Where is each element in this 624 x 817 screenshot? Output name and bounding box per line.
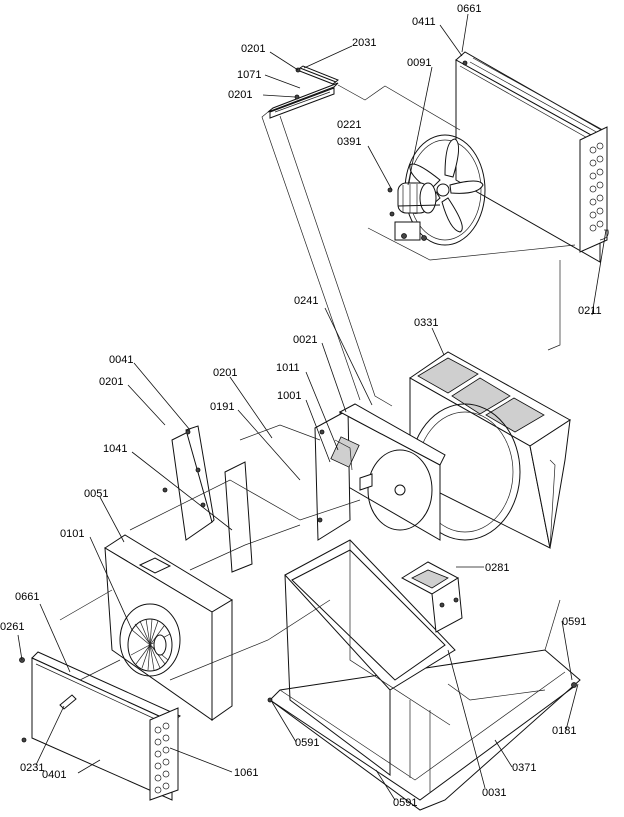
blower-wheel: [127, 618, 173, 672]
condenser-coil-panel: [455, 51, 609, 263]
callout-1011: 1011: [276, 362, 300, 374]
heater-panel-0191: [224, 461, 253, 573]
partition-panel: [314, 403, 446, 541]
callout-0241: 0241: [294, 295, 318, 307]
callout-1071: 1071: [237, 69, 261, 81]
callout-0181: 0181: [552, 725, 576, 737]
leader-lines: [17, 13, 607, 801]
callout-0021: 0021: [293, 334, 317, 346]
callout-1061: 1061: [234, 767, 258, 779]
coil-return-bends: [589, 142, 604, 232]
fan-mount-outline: [367, 227, 576, 261]
callout-0091: 0091: [407, 57, 431, 69]
callout-0661-left: 0661: [15, 591, 39, 603]
side-panel-0041: [162, 425, 215, 541]
callout-0391: 0391: [337, 136, 361, 148]
condenser-fan-motor: [387, 182, 441, 241]
callout-0201-b: 0201: [228, 89, 252, 101]
callout-0591-m: 0591: [295, 737, 319, 749]
assembly-outline-lines: [59, 260, 561, 681]
callout-1001: 1001: [277, 390, 301, 402]
callout-2031: 2031: [352, 37, 376, 49]
callout-0261: 0261: [0, 621, 24, 633]
callout-0661-top: 0661: [457, 3, 481, 15]
callout-1041: 1041: [103, 443, 127, 455]
callout-0231: 0231: [20, 762, 44, 774]
condenser-fan-shroud: [409, 351, 571, 549]
callout-0041: 0041: [109, 354, 133, 366]
callout-0201-d: 0201: [213, 367, 237, 379]
callout-0101: 0101: [60, 528, 84, 540]
evap-coil-return-bends: [154, 722, 170, 794]
callout-0281: 0281: [485, 562, 509, 574]
callout-0331: 0331: [414, 317, 438, 329]
divider-outline: [261, 84, 461, 407]
callout-0371: 0371: [512, 762, 536, 774]
top-bracket-assembly: [267, 65, 339, 119]
callout-0201-a: 0201: [241, 43, 265, 55]
callout-0591-b: 0591: [393, 797, 417, 809]
callout-0191: 0191: [210, 401, 234, 413]
callout-labels: 0661 0411 0201 2031 1071 0201 0091 0221 …: [0, 3, 602, 809]
callout-0401: 0401: [42, 769, 66, 781]
callout-0221: 0221: [337, 119, 361, 131]
base-frame: [284, 539, 463, 776]
callout-0411: 0411: [412, 16, 436, 28]
evaporator-blower-housing: [104, 534, 233, 721]
callout-0591-r: 0591: [562, 616, 586, 628]
callout-0031: 0031: [482, 787, 506, 799]
callout-0051: 0051: [84, 488, 108, 500]
callout-0211: 0211: [578, 305, 602, 317]
callout-0201-c: 0201: [99, 376, 123, 388]
base-pan: [267, 649, 581, 811]
